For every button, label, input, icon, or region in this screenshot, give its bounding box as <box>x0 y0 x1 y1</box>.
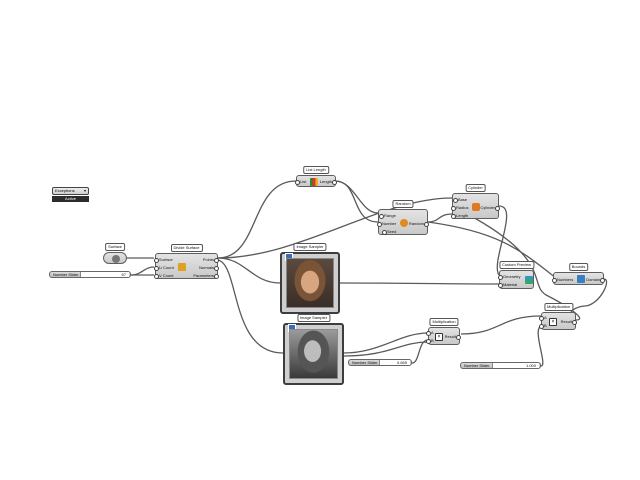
slider-track[interactable] <box>492 363 539 368</box>
random-node[interactable]: Random Range Number Seed Random <box>376 200 430 235</box>
wire-slider3-mult2 <box>537 325 544 367</box>
multiplication-node-1[interactable]: Multiplication A B × Result <box>426 318 462 345</box>
input-numbers[interactable]: Numbers <box>551 277 574 283</box>
slider-label: Number Slider <box>352 360 378 365</box>
input-radius[interactable]: Radius <box>450 205 469 211</box>
wire-points-sampler1 <box>217 257 281 284</box>
output-random[interactable]: Random <box>408 221 430 227</box>
input-material[interactable]: Material <box>497 282 518 288</box>
wire-random-bounds <box>427 221 557 279</box>
output-length[interactable]: Length <box>319 179 338 185</box>
output-cylinder[interactable]: Cylinder <box>480 205 500 211</box>
wire-length-random-range <box>334 180 379 214</box>
cylinder-title: Cylinder <box>465 184 486 192</box>
output-normals[interactable]: Normals <box>199 265 219 271</box>
wire-points-base <box>217 197 453 259</box>
divide-surface-icon <box>178 263 186 271</box>
input-b[interactable]: B <box>426 338 434 344</box>
slider-value: 1.000 <box>525 363 536 368</box>
surface-title: Surface <box>105 243 125 251</box>
wire-sampler1-material <box>339 282 500 285</box>
surface-icon <box>112 255 120 263</box>
cylinder-node[interactable]: Cylinder Base Radius Length Cylinder <box>450 184 500 219</box>
number-slider-multiplier[interactable]: Number Slider 0.655 <box>348 359 412 366</box>
multiplication-node-2[interactable]: Multiplication A B × Result <box>539 303 578 330</box>
input-v-count[interactable]: V Count <box>153 273 174 279</box>
input-range[interactable]: Range <box>379 213 396 219</box>
wire-sampler2-multB <box>343 341 429 357</box>
output-result[interactable]: Result <box>560 319 578 325</box>
input-length[interactable]: Length <box>450 213 469 219</box>
output-result[interactable]: Result <box>444 334 462 340</box>
list-length-node[interactable]: List Length List Length <box>294 166 338 187</box>
input-number[interactable]: Number <box>376 221 397 227</box>
custom-preview-node[interactable]: Custom Preview Geometry Material <box>497 261 535 289</box>
wire-slider-ucount <box>130 266 155 276</box>
wire-slider2-multB <box>411 339 429 364</box>
exceptions-status[interactable]: Exceptions ▾ Active <box>52 187 89 203</box>
input-a[interactable]: A <box>426 330 434 336</box>
list-length-title: List Length <box>303 166 329 174</box>
slider-value: 0.655 <box>396 360 407 365</box>
bounds-icon <box>577 275 585 283</box>
multiplication-2-title: Multiplication <box>543 303 574 311</box>
input-surface[interactable]: Surface <box>154 257 173 263</box>
input-seed[interactable]: Seed <box>381 229 397 235</box>
input-a[interactable]: A <box>539 315 547 321</box>
chevron-down-icon: ▾ <box>83 188 86 193</box>
preview-icon <box>525 276 533 284</box>
portrait-image-greyscale <box>289 329 338 379</box>
multiply-icon: × <box>549 318 557 326</box>
multiplication-1-title: Multiplication <box>429 318 459 326</box>
input-u-count[interactable]: U Count <box>154 265 174 271</box>
input-geometry[interactable]: Geometry <box>498 274 521 280</box>
wire-points-listlength <box>217 180 297 259</box>
slider-value: 67 <box>121 272 126 277</box>
portrait-image-colour <box>286 258 334 308</box>
output-points[interactable]: Points <box>202 257 220 263</box>
random-title: Random <box>392 200 414 208</box>
image-sampler-1-title: Image Sampler <box>293 243 327 251</box>
bar-chart-icon <box>310 178 318 186</box>
divide-surface-title: Divide Surface <box>170 244 203 252</box>
input-base[interactable]: Base <box>452 197 468 203</box>
slider-track[interactable] <box>379 360 410 365</box>
wire-points-sampler2 <box>217 259 284 354</box>
image-sampler-2[interactable]: Image Sampler <box>283 314 344 385</box>
wire-random-length <box>427 213 453 223</box>
number-slider-scale[interactable]: Number Slider 1.000 <box>460 362 541 369</box>
exceptions-label: Exceptions <box>52 187 89 195</box>
bounds-node[interactable]: Bounds Numbers Domain <box>551 263 605 285</box>
dice-icon <box>400 219 408 227</box>
wire-mult1-mult2 <box>460 315 542 335</box>
wire-sampler2-multA <box>343 332 429 354</box>
input-list[interactable]: List <box>294 179 307 185</box>
custom-preview-title: Custom Preview <box>498 261 535 269</box>
status-active-bar: Active <box>52 196 89 202</box>
slider-track[interactable] <box>80 272 129 277</box>
image-sampler-1[interactable]: Image Sampler <box>280 243 340 314</box>
divide-surface-node[interactable]: Divide Surface Surface U Count V Count P… <box>153 244 220 279</box>
bounds-title: Bounds <box>568 263 589 271</box>
output-parameters[interactable]: Parameters <box>193 273 219 279</box>
cylinder-icon <box>472 203 480 211</box>
wire-cylinder-geometry <box>496 205 508 276</box>
multiply-icon: × <box>435 333 443 341</box>
slider-label: Number Slider <box>53 272 79 277</box>
image-sampler-2-title: Image Sampler <box>296 314 331 322</box>
number-slider-ucount[interactable]: Number Slider 67 <box>49 271 131 278</box>
output-domain[interactable]: Domain <box>586 277 605 283</box>
surface-node[interactable]: Surface <box>103 243 127 264</box>
slider-label: Number Slider <box>464 363 490 368</box>
input-b[interactable]: B <box>539 323 547 329</box>
